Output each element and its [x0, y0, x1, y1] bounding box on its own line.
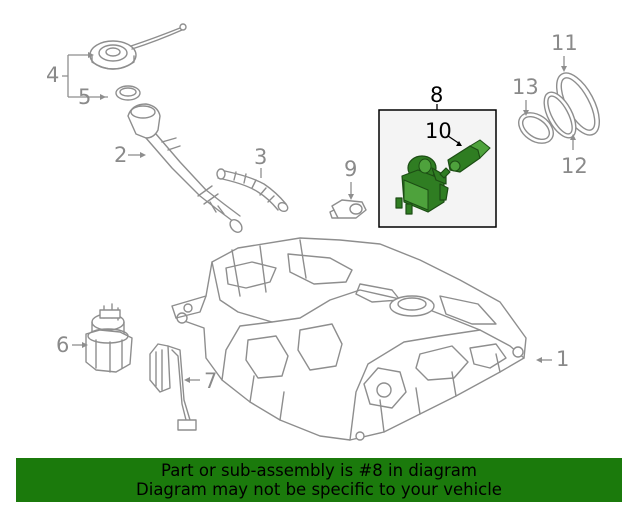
- part-5-seal-ring: [115, 85, 141, 101]
- part-12-gasket: [543, 91, 577, 139]
- part-10-valve: [439, 139, 491, 179]
- part-8-pump-module: [395, 155, 449, 215]
- callout-4: 4: [46, 52, 108, 98]
- svg-text:3: 3: [254, 145, 267, 169]
- svg-text:4: 4: [46, 63, 59, 87]
- part-4-cover-assembly: [89, 23, 187, 70]
- callout-3: 3: [254, 145, 267, 178]
- callout-11: 11: [551, 31, 578, 72]
- svg-text:9: 9: [344, 157, 357, 181]
- svg-text:7: 7: [204, 369, 217, 393]
- callout-8: 8: [430, 83, 443, 110]
- part-3-hose: [216, 168, 289, 213]
- part-1-fuel-tank: [171, 237, 527, 441]
- callout-9: 9: [344, 157, 357, 200]
- svg-text:11: 11: [551, 31, 578, 55]
- callout-1: 1: [536, 347, 569, 371]
- part-6-fuel-pump: [85, 303, 133, 373]
- part-9-valve: [329, 199, 367, 219]
- callout-6: 6: [56, 333, 88, 357]
- callout-10: 10: [425, 119, 462, 146]
- callout-2: 2: [114, 143, 146, 167]
- callout-12: 12: [561, 134, 588, 178]
- svg-text:2: 2: [114, 143, 127, 167]
- svg-text:13: 13: [512, 75, 539, 99]
- callout-5: 5: [78, 85, 106, 109]
- svg-text:5: 5: [78, 85, 91, 109]
- callout-7: 7: [184, 369, 217, 393]
- svg-text:10: 10: [425, 119, 452, 143]
- svg-text:1: 1: [556, 347, 569, 371]
- part-7-level-sender: [149, 343, 197, 431]
- part-13-gasket: [518, 112, 554, 144]
- info-banner: Part or sub-assembly is #8 in diagram Di…: [16, 458, 622, 502]
- banner-line-2: Diagram may not be specific to your vehi…: [136, 480, 502, 499]
- svg-text:6: 6: [56, 333, 69, 357]
- svg-text:12: 12: [561, 154, 588, 178]
- callout-13: 13: [512, 75, 539, 116]
- part-2-filler-neck: [127, 103, 243, 233]
- svg-text:8: 8: [430, 83, 443, 107]
- banner-line-1: Part or sub-assembly is #8 in diagram: [161, 461, 477, 480]
